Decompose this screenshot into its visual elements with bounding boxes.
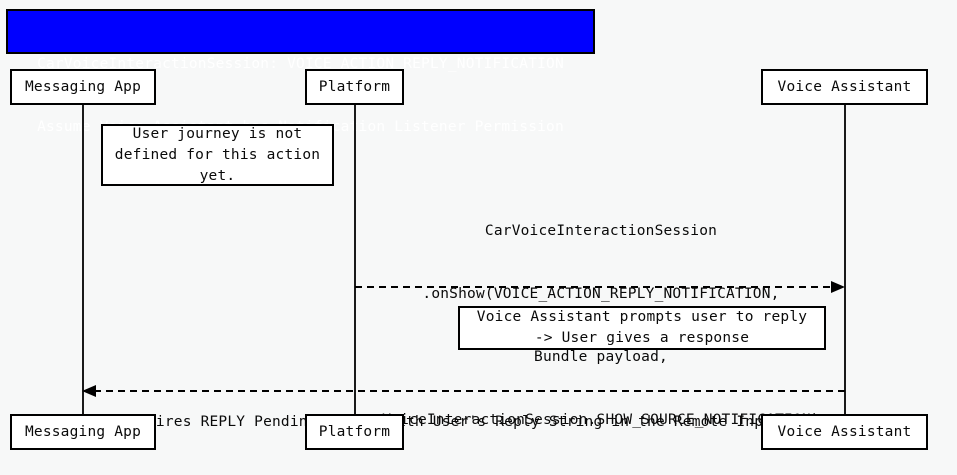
- message-onshow-label: CarVoiceInteractionSession .onShow(VOICE…: [358, 179, 844, 473]
- note-voice-prompt: Voice Assistant prompts user to reply ->…: [458, 306, 826, 350]
- lifeline-messaging-app: [82, 104, 84, 416]
- note-user-journey-line-3: yet.: [199, 167, 236, 184]
- diagram-title-line-1: CarVoiceInteractionSession: VOICE_ACTION…: [37, 56, 564, 72]
- diagram-title-banner: CarVoiceInteractionSession: VOICE_ACTION…: [6, 9, 595, 135]
- message-onshow-label-line-2: .onShow(VOICE_ACTION_REPLY_NOTIFICATION,: [422, 286, 780, 302]
- note-voice-prompt-line-2: -> User gives a response: [534, 330, 750, 346]
- note-user-journey-line-1: User journey is not: [132, 125, 303, 142]
- message-reply-pending-intent-label-line-1: Fires REPLY Pending Intent with User's R…: [146, 414, 781, 430]
- participant-header-messaging-app[interactable]: Messaging App: [10, 69, 156, 105]
- participant-header-voice-assistant-label: Voice Assistant: [777, 79, 912, 95]
- participant-header-voice-assistant[interactable]: Voice Assistant: [761, 69, 928, 105]
- participant-footer-messaging-app[interactable]: Messaging App: [10, 414, 156, 450]
- note-user-journey-line-2: defined for this action: [114, 146, 321, 163]
- note-voice-prompt-line-1: Voice Assistant prompts user to reply: [476, 309, 808, 325]
- message-reply-pending-intent-arrow: [82, 385, 846, 397]
- note-user-journey: User journey is not defined for this act…: [101, 124, 334, 186]
- message-onshow-label-line-1: CarVoiceInteractionSession: [484, 223, 718, 239]
- participant-footer-voice-assistant-label: Voice Assistant: [777, 424, 912, 440]
- participant-header-platform[interactable]: Platform: [305, 69, 404, 105]
- message-onshow-arrow: [355, 281, 845, 293]
- lifeline-platform: [354, 104, 356, 416]
- participant-footer-messaging-app-label: Messaging App: [24, 424, 142, 440]
- message-onshow-label-line-4: VoiceInteractionSession.SHOW_SOURCE_NOTI…: [382, 412, 820, 428]
- participant-header-platform-label: Platform: [318, 79, 391, 95]
- participant-header-messaging-app-label: Messaging App: [24, 79, 142, 95]
- lifeline-voice-assistant: [844, 104, 846, 416]
- message-onshow-label-line-3: Bundle payload,: [534, 349, 668, 365]
- participant-footer-voice-assistant[interactable]: Voice Assistant: [761, 414, 928, 450]
- participant-footer-platform-label: Platform: [318, 424, 391, 440]
- participant-footer-platform[interactable]: Platform: [305, 414, 404, 450]
